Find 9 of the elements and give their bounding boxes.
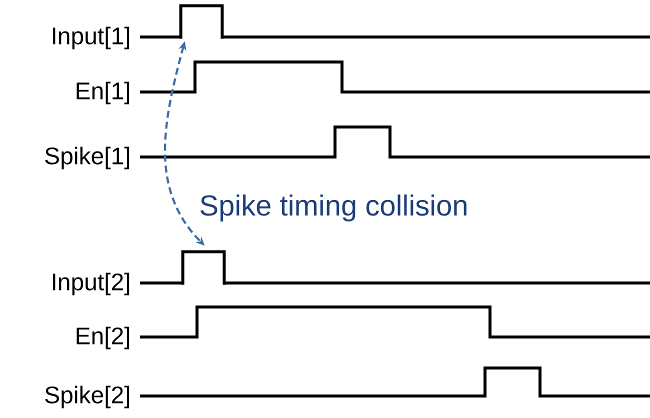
- signal-label: Input[2]: [52, 272, 130, 296]
- annotation: Spike timing collision: [200, 194, 466, 222]
- signal-label: Spike[2]: [45, 386, 130, 408]
- signal-label: En[2]: [76, 326, 130, 350]
- pulse: [179, 4, 224, 39]
- signal-label: En[1]: [76, 82, 130, 104]
- signal-label: Spike[1]: [45, 146, 130, 170]
- signal-label: Input[1]: [52, 26, 130, 50]
- pulse: [181, 250, 226, 285]
